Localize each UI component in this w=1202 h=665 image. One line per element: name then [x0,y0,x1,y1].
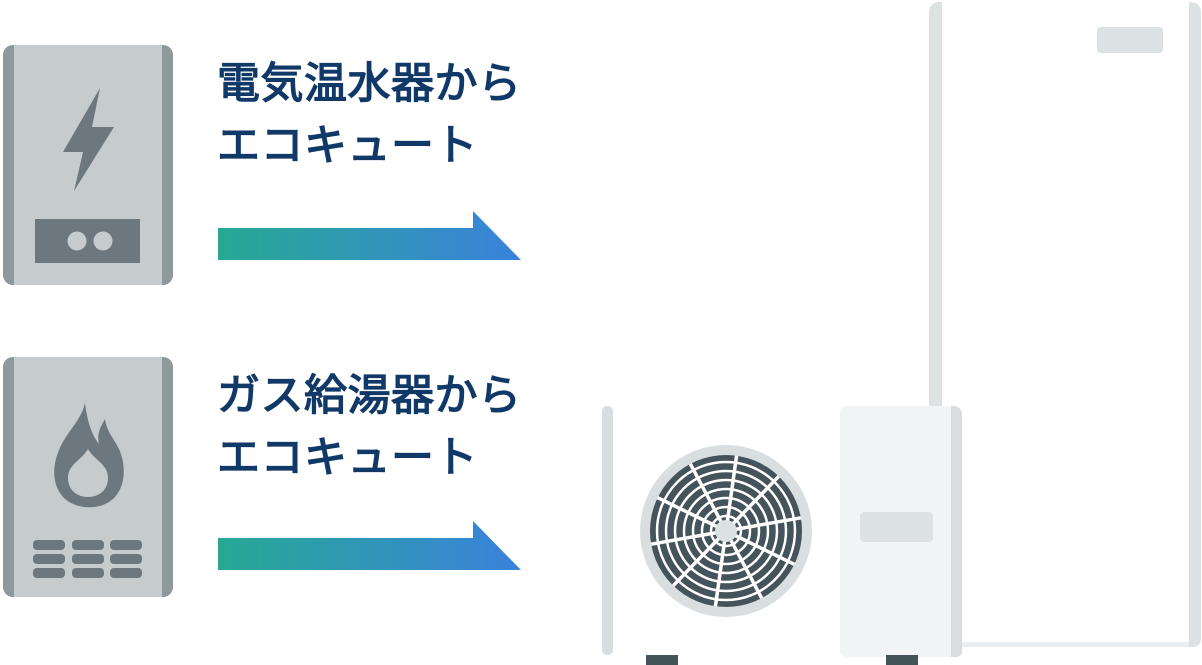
vent-grid [33,540,142,578]
tank-bottom-edge [939,642,1191,647]
heat-pump-side-panel [840,406,962,657]
gradient-right-arrow-icon [218,211,521,260]
control-panel [35,219,140,263]
conversion-label-gas: ガス給湯器から エコキュート [217,365,547,489]
control-knob [67,231,87,251]
fan-spokes [650,455,802,607]
label-line: 電気温水器から [217,60,522,108]
fan-grille-icon [640,445,812,617]
gas-water-heater-icon [3,357,173,597]
label-line: エコキュート [217,122,478,170]
lightning-bolt-icon [63,88,114,191]
control-knob [93,231,113,251]
panel-nameplate [860,512,933,542]
heat-pump-left-edge [602,406,613,655]
gradient-right-arrow-icon [218,521,521,570]
panel-right-edge [951,406,962,657]
label-line: ガス給湯器から [217,372,522,420]
heat-pump-foot [646,655,678,665]
heat-pump-foot [886,655,918,665]
ecocute-storage-tank-icon [929,2,1201,647]
electric-water-heater-icon [3,45,173,285]
fan-rings [655,460,797,602]
tank-nameplate [1097,27,1163,53]
label-line: エコキュート [217,434,478,482]
conversion-label-electric: 電気温水器から エコキュート [217,53,547,177]
fan-hub [715,520,737,542]
flame-icon [54,403,124,508]
tank-right-edge [1189,2,1201,647]
